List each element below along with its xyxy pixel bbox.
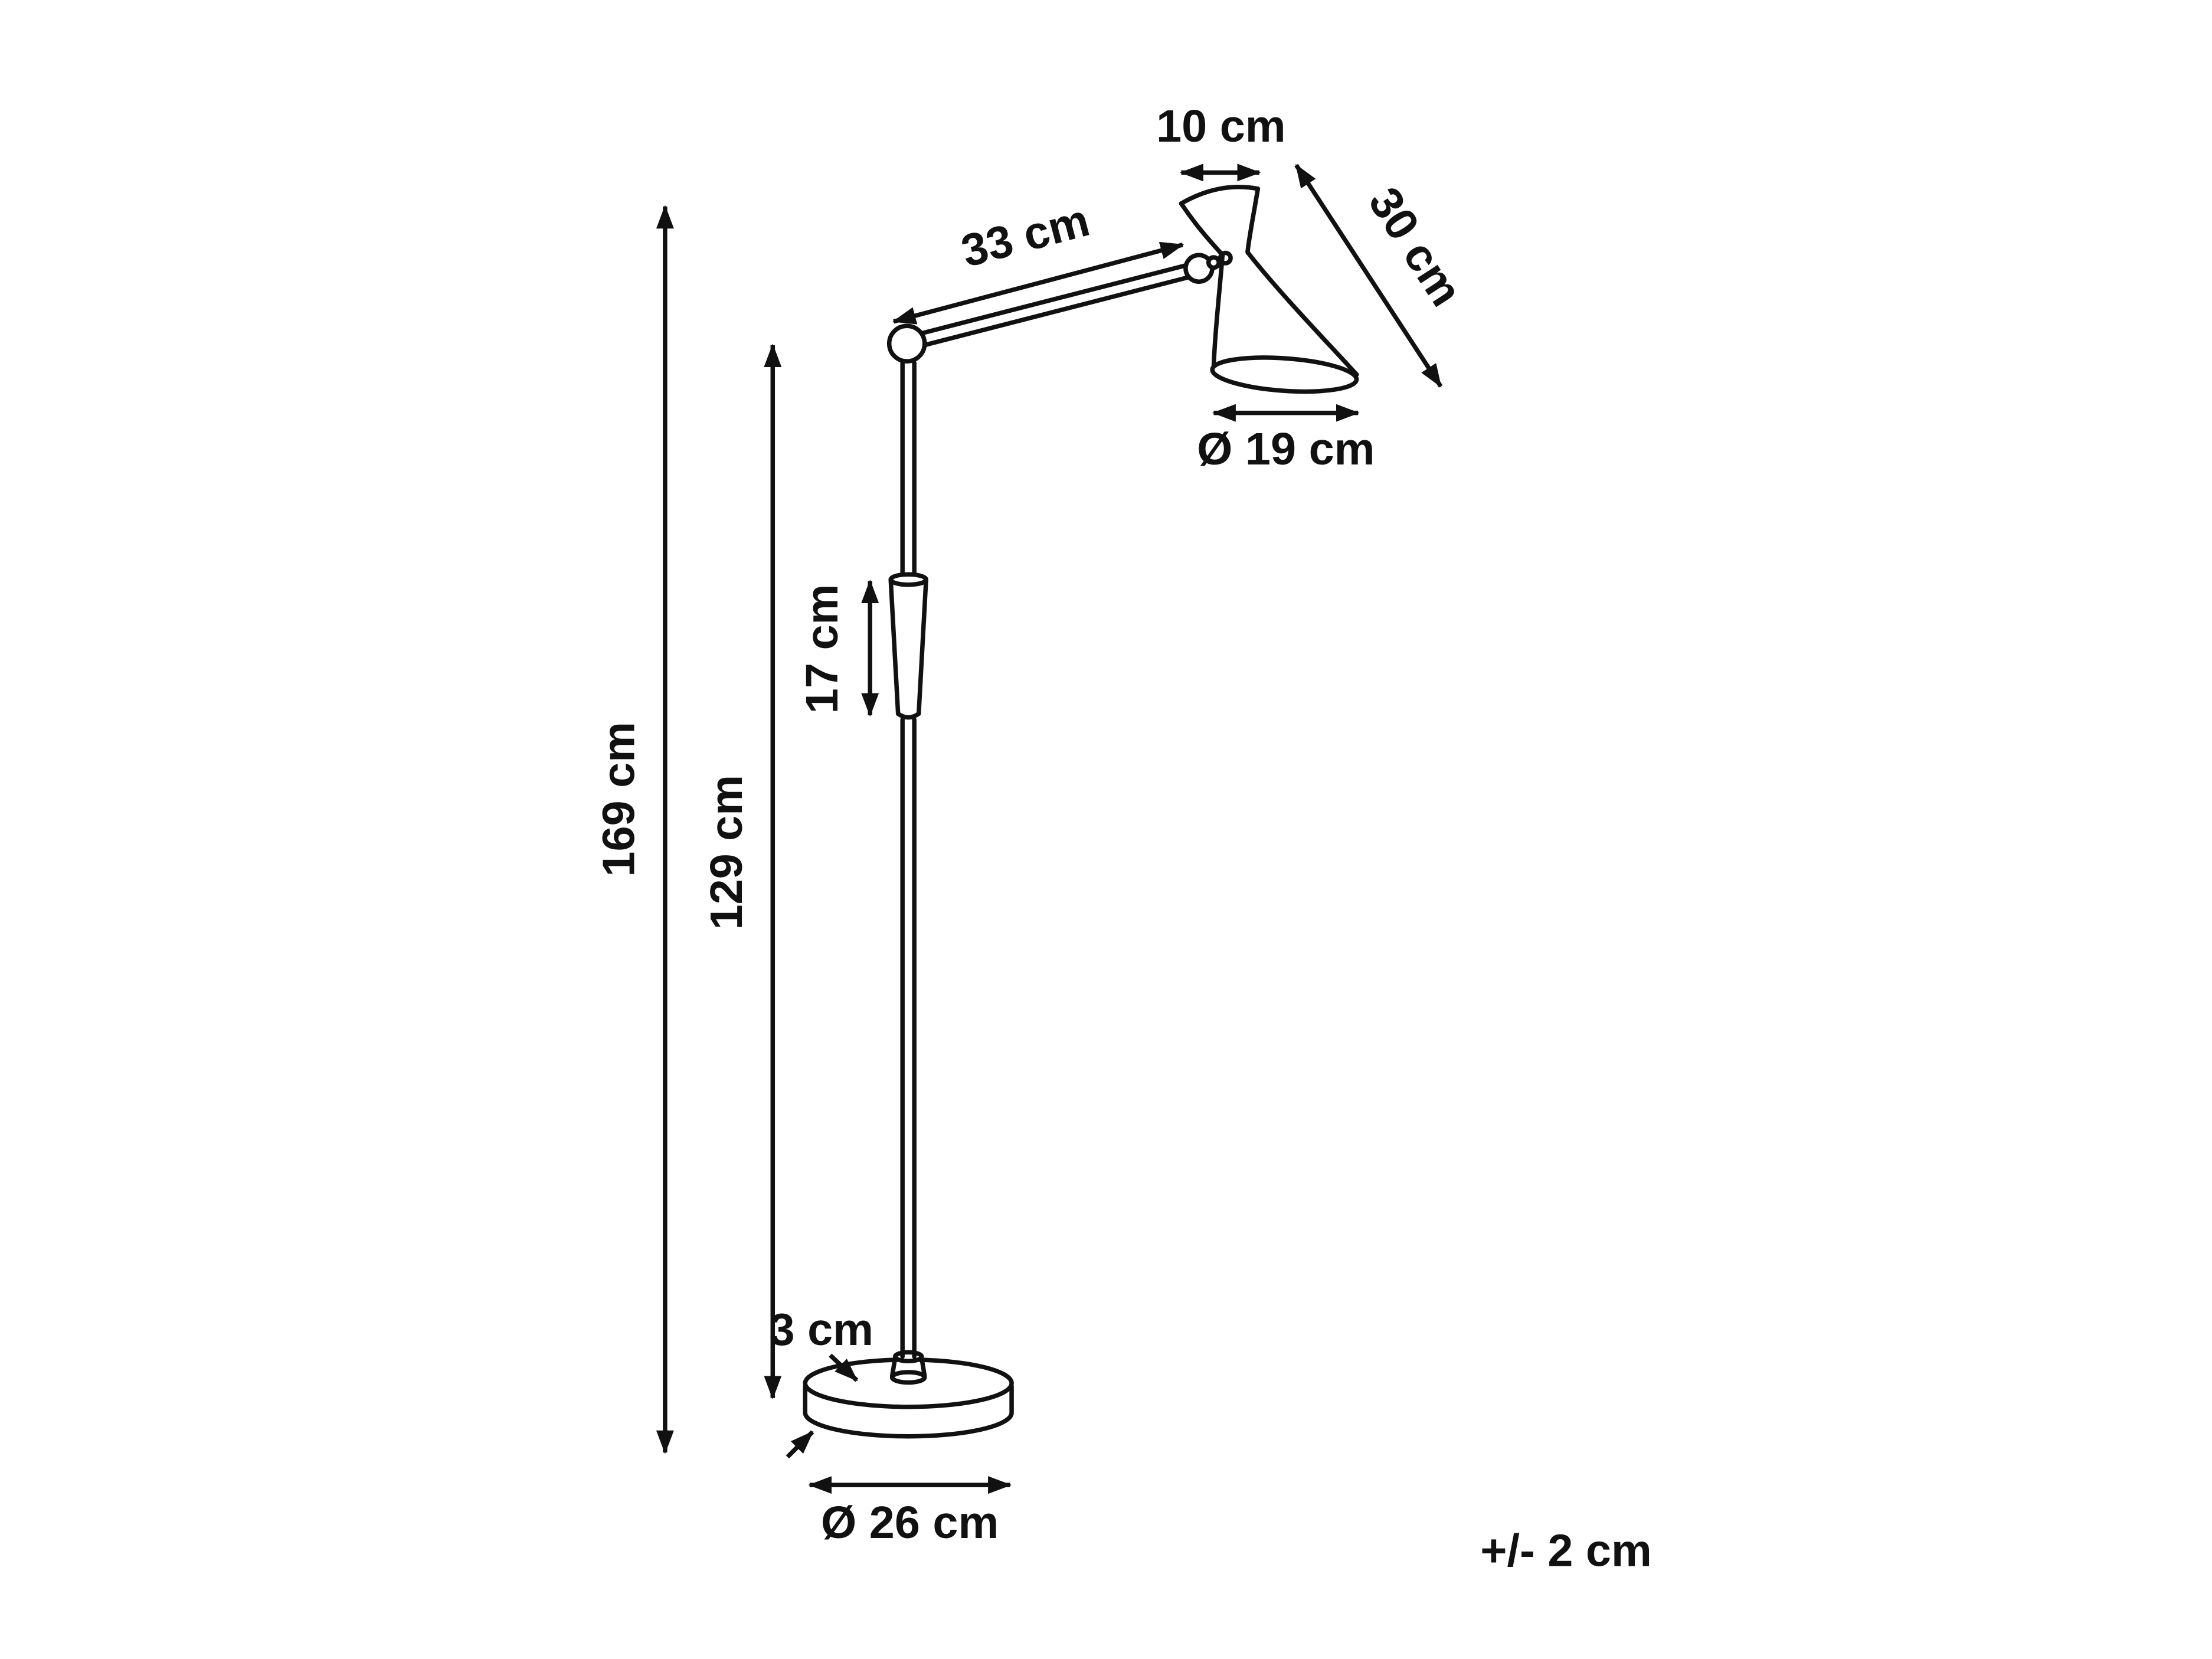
dim-stand-height: 129 cm [701, 343, 782, 1400]
shade-right-side [1245, 186, 1359, 377]
lamp-pole [900, 360, 917, 1359]
dim-base-diameter: Ø 26 cm [808, 1476, 1012, 1548]
lamp-grip [888, 572, 928, 720]
base-collar-sides [889, 1356, 927, 1379]
label-shade-length: 30 cm [1359, 179, 1472, 315]
lamp-base [803, 1350, 1014, 1439]
dim-total-height: 169 cm [593, 205, 674, 1454]
tolerance-note: +/- 2 cm [1480, 1526, 1652, 1576]
bracket-screw-1 [1206, 255, 1221, 270]
dim-shade-diameter: Ø 19 cm [1197, 404, 1375, 475]
dim-shade-top-width: 10 cm [1156, 101, 1286, 182]
pole-lower-segment [900, 717, 917, 1359]
label-grip-length: 17 cm [797, 584, 848, 714]
pole-upper-segment [900, 360, 917, 579]
lamp-line-drawing [803, 184, 1359, 1439]
label-stand-height: 129 cm [701, 775, 752, 930]
label-shade-top-width: 10 cm [1156, 101, 1286, 152]
dim-base-thickness-arrow-bottom [786, 1430, 814, 1459]
label-arm-length: 33 cm [956, 195, 1094, 277]
pole-arm-joint-ball [886, 323, 927, 364]
dim-grip-length: 17 cm [797, 579, 879, 717]
label-total-height: 169 cm [593, 722, 644, 877]
dim-shade-length: 30 cm [1294, 163, 1472, 388]
shade-left-side [1179, 201, 1225, 369]
shade-top-rim [1179, 184, 1261, 206]
arm-shade-joint [1183, 250, 1233, 284]
grip-bottom-cap [895, 711, 921, 720]
base-bottom-edge [803, 1383, 1014, 1439]
dim-arm-length-line [892, 241, 1184, 325]
dim-base-thickness: 3 cm [769, 1304, 873, 1459]
dim-base-thickness-arrow-top [829, 1353, 859, 1382]
shade-bottom-rim [1210, 355, 1359, 394]
base-collar-foot [889, 1370, 927, 1385]
label-base-diameter: Ø 26 cm [821, 1497, 999, 1548]
grip-sides [888, 577, 928, 716]
grip-top-cap [888, 572, 928, 587]
base-collar-top [892, 1350, 924, 1364]
dim-shade-length-line [1294, 163, 1443, 388]
label-shade-diameter: Ø 19 cm [1197, 424, 1375, 475]
label-base-thickness: 3 cm [769, 1304, 873, 1355]
